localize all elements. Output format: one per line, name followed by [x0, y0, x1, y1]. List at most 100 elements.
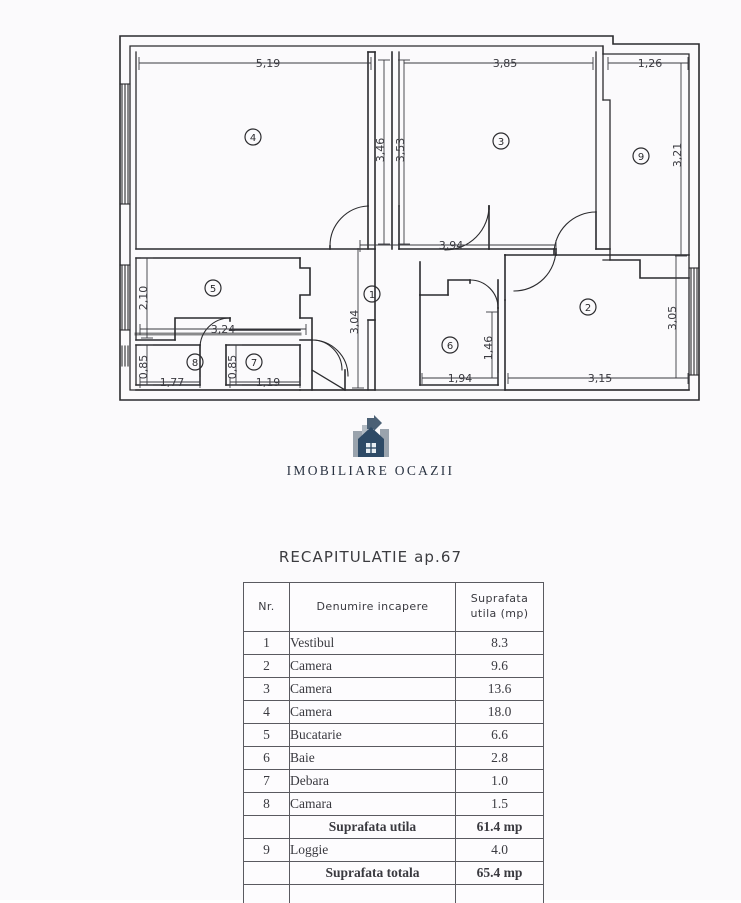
table-row: 5 Bucatarie 6.6 [244, 724, 544, 747]
table-row: 8 Camara 1.5 [244, 793, 544, 816]
dim-room6-height: 1,46 [482, 336, 495, 361]
room-marker-9: 9 [633, 148, 649, 164]
cell-nr: 5 [244, 724, 290, 747]
window-left-upper [120, 84, 130, 204]
cell-name: Vestibul [290, 632, 456, 655]
cell-nr: 9 [244, 839, 290, 862]
cell-nr: 6 [244, 747, 290, 770]
svg-text:7: 7 [251, 358, 257, 369]
cell-area: 4.0 [456, 839, 544, 862]
col-header-name: Denumire incapere [290, 583, 456, 632]
cell-area: 65.4 mp [456, 862, 544, 885]
recap-table-container: Nr. Denumire incapere Suprafata utila (m… [243, 582, 543, 903]
room-marker-1: 1 [364, 286, 380, 302]
house-building-logo-icon [349, 415, 393, 459]
dim-room4-height: 3,46 [374, 138, 387, 163]
cell-area: 18.0 [456, 701, 544, 724]
svg-text:3: 3 [498, 137, 504, 148]
dimension-lines [139, 57, 688, 388]
dim-room8-width: 1,77 [160, 376, 185, 389]
cell-area: 13.6 [456, 678, 544, 701]
brand-logo: IMOBILIARE OCAZII [0, 415, 741, 479]
cell-area: 2.8 [456, 747, 544, 770]
table-row-total: Suprafata totala 65.4 mp [244, 862, 544, 885]
dim-hall-width: 3,94 [439, 239, 464, 252]
recap-header-row: Nr. Denumire incapere Suprafata utila (m… [244, 583, 544, 632]
cell-name: Camera [290, 655, 456, 678]
cell-area: 8.3 [456, 632, 544, 655]
cell-nr: 1 [244, 632, 290, 655]
entry-door-leaf [312, 370, 345, 390]
table-row: 6 Baie 2.8 [244, 747, 544, 770]
door-arc-loggia [554, 212, 596, 254]
exterior-wall-outline [120, 36, 699, 400]
cell-name: Suprafata utila [290, 816, 456, 839]
cell-nr: 3 [244, 678, 290, 701]
cell-name: Baie [290, 747, 456, 770]
recap-table-body: 1 Vestibul 8.3 2 Camera 9.6 3 Camera 13.… [244, 632, 544, 903]
window-left-lower [120, 265, 130, 330]
dimension-labels: 5,19 3,85 1,26 3,94 3,24 1,77 1,19 1,94 … [137, 57, 684, 389]
dim-room4-width: 5,19 [256, 57, 281, 70]
recap-table-head: Nr. Denumire incapere Suprafata utila (m… [244, 583, 544, 632]
dim-hall-height: 3,04 [348, 310, 361, 335]
logo-wordmark: IMOBILIARE OCAZII [0, 463, 741, 479]
dim-room3-height: 3,53 [394, 138, 407, 163]
floorplan-drawing: 5,19 3,85 1,26 3,94 3,24 1,77 1,19 1,94 … [0, 0, 741, 420]
table-row: 4 Camera 18.0 [244, 701, 544, 724]
dim-room5-width: 3,24 [211, 323, 236, 336]
col-header-name-text: Denumire incapere [317, 600, 429, 613]
cell-name: Camera [290, 678, 456, 701]
cell-area: 61.4 mp [456, 816, 544, 839]
svg-text:4: 4 [250, 133, 256, 144]
cell-area-empty [456, 885, 544, 903]
room-marker-7: 7 [246, 354, 262, 370]
svg-text:8: 8 [192, 358, 198, 369]
dim-room9-height: 3,21 [671, 143, 684, 168]
table-row: 7 Debara 1.0 [244, 770, 544, 793]
door-arc-room6 [470, 280, 498, 308]
loggia-wall-left-thick [603, 100, 610, 260]
dim-room8-height: 0,85 [137, 355, 150, 380]
dim-room5-height: 2,10 [137, 286, 150, 311]
window-right [689, 268, 699, 375]
cell-name: Debara [290, 770, 456, 793]
table-row: 1 Vestibul 8.3 [244, 632, 544, 655]
cell-nr: 8 [244, 793, 290, 816]
room4-doorjamb [368, 206, 375, 249]
cell-area: 1.0 [456, 770, 544, 793]
dim-room6-width: 1,94 [448, 372, 473, 385]
dim-room2-width: 3,15 [588, 372, 613, 385]
svg-text:6: 6 [447, 341, 453, 352]
cell-area: 9.6 [456, 655, 544, 678]
cell-name-empty [290, 885, 456, 903]
floorplan-svg: 5,19 3,85 1,26 3,94 3,24 1,77 1,19 1,94 … [0, 0, 741, 420]
cell-name: Camara [290, 793, 456, 816]
cell-name: Bucatarie [290, 724, 456, 747]
recap-table: Nr. Denumire incapere Suprafata utila (m… [243, 582, 544, 903]
cell-name: Suprafata totala [290, 862, 456, 885]
cell-area: 6.6 [456, 724, 544, 747]
svg-text:2: 2 [585, 303, 591, 314]
svg-text:9: 9 [638, 152, 644, 163]
recap-title: RECAPITULATIE ap.67 [0, 548, 741, 566]
table-row-subtotal: Suprafata utila 61.4 mp [244, 816, 544, 839]
dim-room7-height: 0,85 [226, 355, 239, 380]
cell-nr: 7 [244, 770, 290, 793]
cell-name: Loggie [290, 839, 456, 862]
room-marker-2: 2 [580, 299, 596, 315]
room-marker-3: 3 [493, 133, 509, 149]
table-row-loggia: 9 Loggie 4.0 [244, 839, 544, 862]
window-left-bottom [122, 346, 128, 366]
cell-nr [244, 862, 290, 885]
table-row: 2 Camera 9.6 [244, 655, 544, 678]
cell-area: 1.5 [456, 793, 544, 816]
cell-nr: 2 [244, 655, 290, 678]
dim-room2-height: 3,05 [666, 306, 679, 331]
svg-text:5: 5 [210, 284, 216, 295]
table-row-tail [244, 885, 544, 903]
cell-nr-empty [244, 885, 290, 903]
exterior-wall-inner-face [130, 46, 689, 390]
col-header-area-line2: utila (mp) [471, 607, 529, 620]
table-row: 3 Camera 13.6 [244, 678, 544, 701]
